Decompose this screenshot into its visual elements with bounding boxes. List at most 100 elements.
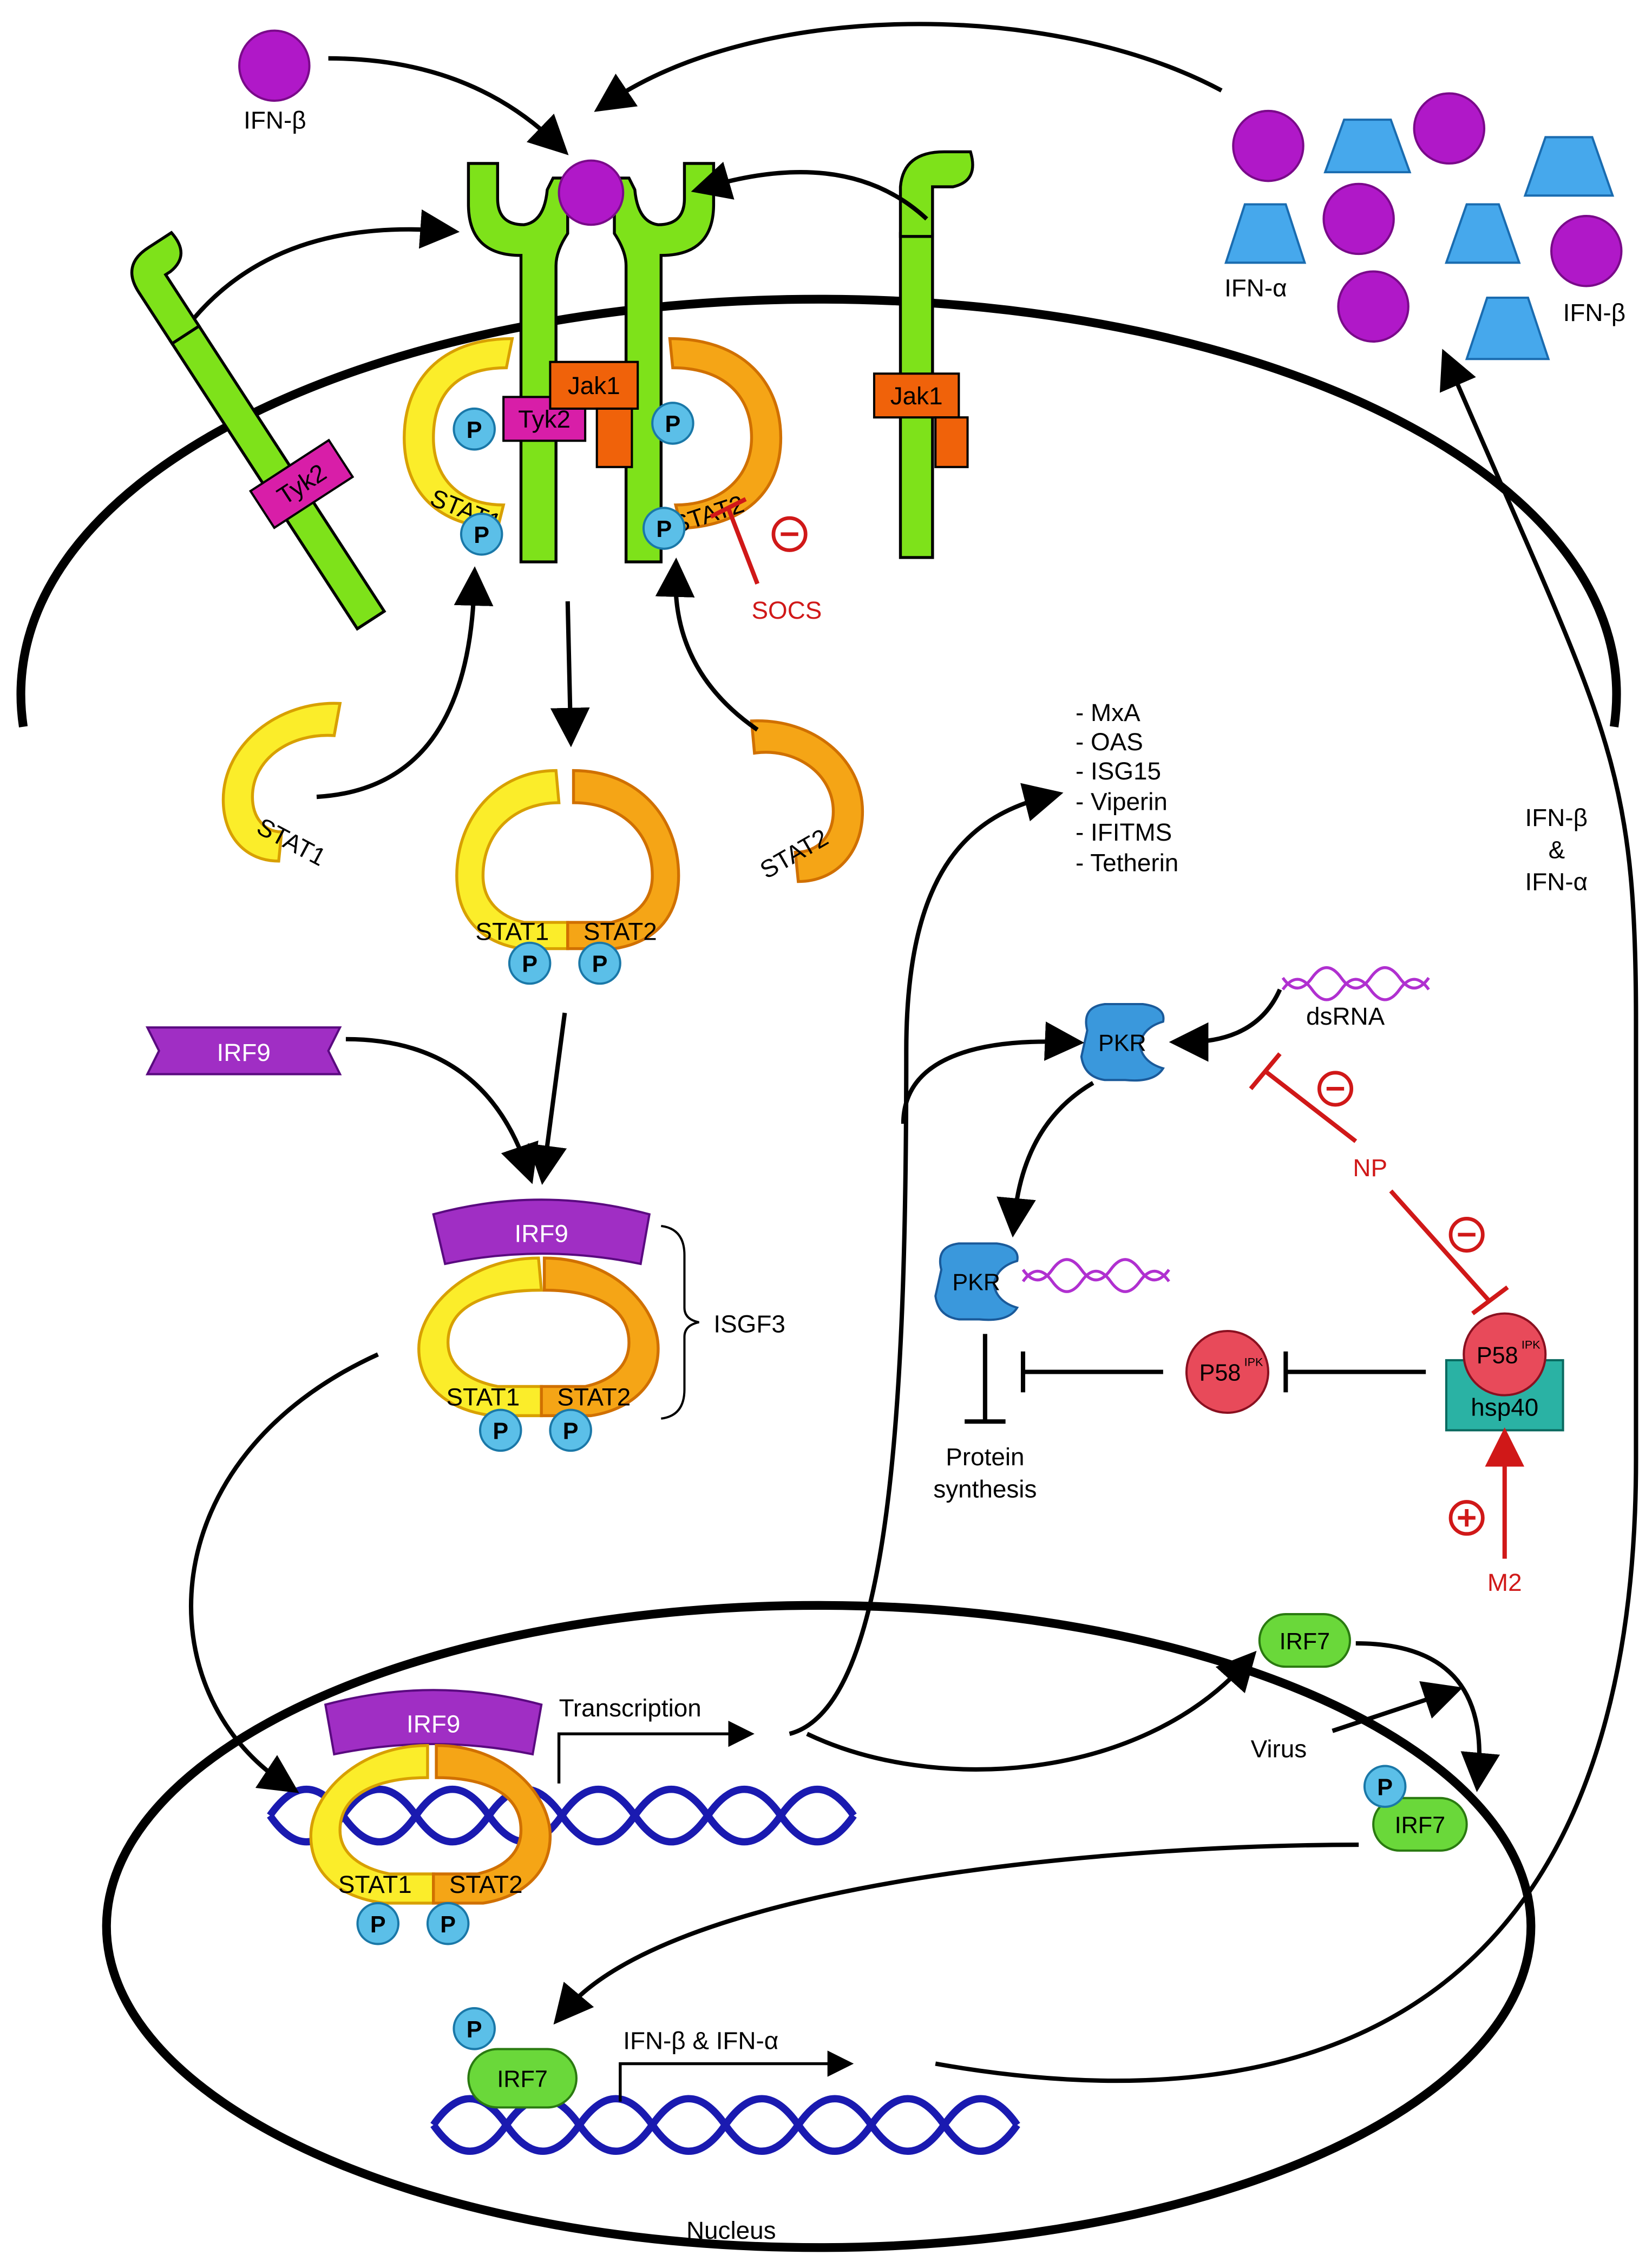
inhibition-bars (965, 1334, 1426, 1424)
receptor-chain-ifnar1 (467, 162, 569, 563)
phosphate (578, 941, 621, 985)
phosphate-label: P (563, 1419, 579, 1445)
arrow-isgf3-to-nucleus (189, 1352, 379, 1793)
irf9-free (145, 1026, 342, 1076)
ifn-alpha-ligand (1523, 136, 1615, 197)
irf7-protein (1258, 1613, 1351, 1668)
stat2-label: STAT2 (449, 1871, 523, 1898)
phosphate-label: P (1377, 1774, 1393, 1800)
phosphate-label: P (440, 1912, 456, 1938)
p58-label: P58 (1199, 1360, 1241, 1386)
irf7-phosphorylated (1372, 1797, 1468, 1852)
ifn-alpha-ligand (1465, 297, 1550, 360)
p58-ipk-superscript: IPK (1244, 1355, 1263, 1369)
phosphate (356, 1902, 400, 1945)
receptor-ifnar2-unbound: Jak1 (873, 150, 974, 559)
phosphate-label: P (522, 952, 537, 978)
phosphate-label: P (370, 1912, 386, 1938)
arrow-ifnbeta-to-receptor (328, 56, 569, 155)
p58ipk-protein (1185, 1329, 1269, 1414)
isgf3-dna-bound: IRF9 STAT1 STAT2 P P (309, 1689, 552, 1945)
hsp40-label: hsp40 (1471, 1393, 1538, 1421)
phosphate (453, 407, 496, 451)
phosphate-label: P (656, 516, 672, 542)
arrow-transcription-to-genes (789, 783, 1064, 1736)
dsrna-free (1281, 966, 1430, 1001)
cell-membrane (16, 294, 1621, 727)
pkr-label: PKR (952, 1270, 1000, 1296)
receptor-chain-ifnar2 (613, 162, 716, 563)
ifn-beta-ligand (1550, 215, 1623, 287)
isgf3-brace (661, 1224, 699, 1420)
irf9-label: IRF9 (407, 1710, 460, 1738)
np-inhibition (1249, 1052, 1509, 1315)
phosphate (651, 402, 694, 445)
flow-arrows (189, 22, 1638, 2083)
stat1-label: STAT1 (252, 812, 330, 871)
gene-mxa: - MxA (1076, 699, 1140, 726)
tyk2-kinase (502, 396, 587, 442)
stat1-label: STAT1 (475, 917, 549, 945)
dsrna-bound (1021, 1258, 1170, 1293)
phosphate (508, 941, 552, 985)
phosphate (549, 1408, 592, 1452)
transcription-label: Transcription (559, 1694, 702, 1722)
irf7-label: IRF7 (1280, 1629, 1330, 1655)
ampersand-label: & (1549, 836, 1565, 863)
stat2-free (750, 719, 864, 883)
synthesis-label: synthesis (933, 1475, 1037, 1503)
stat1-label: STAT1 (338, 1871, 412, 1898)
socs-inhibition: SOCS (710, 497, 822, 624)
minus-sign (1317, 1071, 1354, 1107)
isgf3-complex: IRF9 STAT1 STAT2 P P (417, 1198, 660, 1452)
protein-label: Protein (946, 1443, 1024, 1471)
pkr-label: PKR (1098, 1030, 1146, 1056)
stat2-docked (668, 337, 783, 530)
ifn-beta-bound-ligand (558, 159, 625, 226)
dna-isre (267, 1786, 857, 1846)
arrow-irf7-phosphorylation (1355, 1641, 1500, 1792)
arrow-to-pkr (901, 1021, 1085, 1124)
phosphate (478, 1408, 522, 1452)
phosphate (426, 1902, 470, 1945)
ifn-alpha-ligand (1323, 119, 1412, 174)
arrow-transcription-to-irf7 (806, 1650, 1257, 1772)
arrow-virus (1332, 1681, 1463, 1733)
ifn-transcription-label: IFN-β & IFN-α (623, 2027, 778, 2055)
virus-label: Virus (1251, 1735, 1307, 1762)
arrow-stat2-recruit (655, 557, 759, 732)
arrow-dimerization (550, 601, 590, 748)
jak1-kinase (873, 372, 960, 419)
ifn-alpha-label: IFN-α (1525, 868, 1588, 896)
arrow-ifnar1-to-complex (192, 209, 460, 320)
ifn-beta-ligand (1322, 182, 1395, 255)
dsrna-label: dsRNA (1306, 1002, 1385, 1030)
m2-label: M2 (1487, 1569, 1522, 1596)
ifn-alpha-ligand (1224, 203, 1307, 264)
ifn-beta-ligand (1413, 92, 1486, 165)
phosphate-label: P (467, 2017, 482, 2043)
nucleus-label: Nucleus (686, 2217, 776, 2244)
arrow-irf7-to-nucleus (553, 1843, 1359, 2025)
stat1-label: STAT1 (446, 1384, 520, 1411)
minus-sign (1448, 1217, 1485, 1253)
phosphate-label: P (474, 522, 489, 548)
phosphate (642, 507, 686, 550)
phosphate-label: P (665, 411, 681, 437)
gene-tetherin: - Tetherin (1076, 849, 1178, 877)
transcription-arrow (557, 1720, 755, 1784)
gene-ifitms: - IFITMS (1076, 818, 1172, 846)
jak1-kinase (549, 360, 639, 410)
irf7-label: IRF7 (1395, 1813, 1445, 1839)
arrow-dimer-to-isgf3 (527, 1012, 567, 1185)
jak1-kinase-tail (934, 416, 969, 468)
ifn-beta-ligand (238, 29, 311, 102)
p58ipk-protein (1463, 1312, 1547, 1397)
ifn-beta-label: IFN-β (244, 106, 306, 134)
gene-isg15: - ISG15 (1076, 757, 1161, 785)
receptor-ifnar1-unbound: Tyk2 (130, 231, 386, 631)
ifn-alpha-ligand (1445, 203, 1521, 264)
ifn-pool (1224, 92, 1623, 360)
arrow-pkr-binding (997, 1081, 1094, 1238)
